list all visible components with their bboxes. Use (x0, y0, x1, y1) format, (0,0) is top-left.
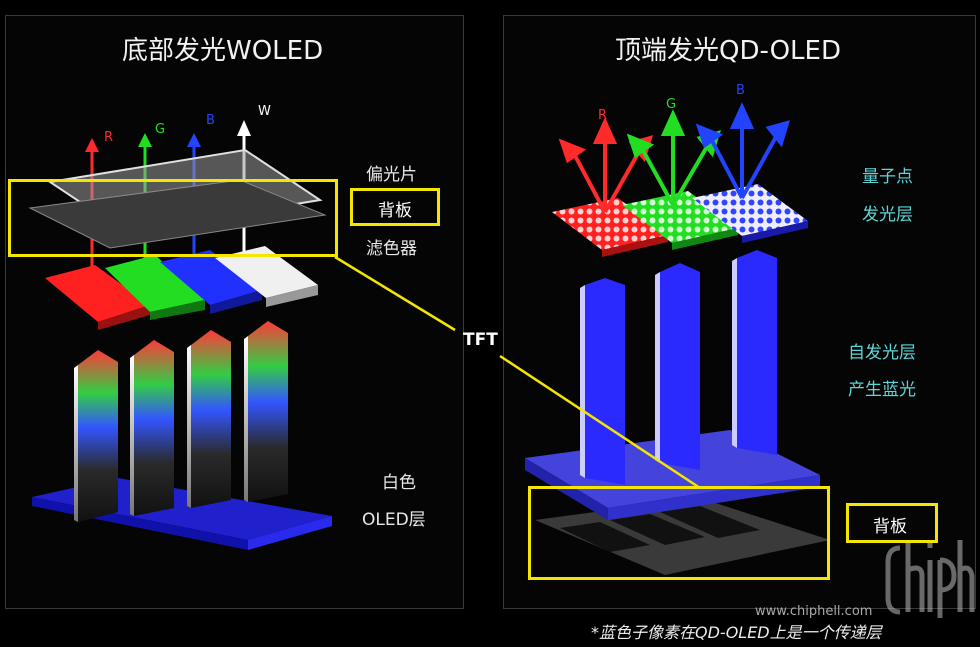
qd-backplane-label-box (846, 503, 938, 543)
qd-arrow-label-r: R (598, 108, 608, 123)
emissive-label-line1: 自发光层 (848, 343, 916, 363)
woled-arrow-heads (85, 120, 251, 152)
woled-backplane-label-box (350, 188, 440, 226)
woled-title: 底部发光WOLED (122, 36, 324, 66)
qd-layer-label-line2: 发光层 (862, 205, 913, 225)
chiphell-logo-mark (885, 540, 975, 618)
woled-arrow-label-r: R (104, 130, 114, 145)
woled-arrow-label-b: B (206, 113, 215, 128)
woled-backplane-label: 背板 (378, 201, 412, 221)
color-filter-label: 滤色器 (366, 239, 417, 259)
qd-blue-pillars (580, 250, 777, 485)
tft-pointer-lines (334, 255, 701, 490)
emissive-label-line2: 产生蓝光 (848, 380, 916, 400)
quantum-dot-tiles (552, 184, 808, 257)
qd-backplane-box (528, 486, 830, 580)
qdoled-title: 顶端发光QD-OLED (615, 36, 841, 66)
woled-pillars (74, 321, 288, 522)
oled-label-line2: OLED层 (362, 510, 426, 530)
color-filter-layer (45, 246, 318, 330)
woled-backplane-layer (28, 179, 327, 249)
footer-note: *蓝色子像素在QD-OLED上是一个传递层 (591, 623, 882, 642)
oled-label-line1: 白色 (382, 473, 416, 493)
qd-arrow-label-b: B (736, 83, 745, 98)
qd-arrow-label-g: G (666, 97, 677, 112)
polarizer-label: 偏光片 (366, 165, 417, 185)
watermark-url: www.chiphell.com (755, 604, 873, 619)
woled-backplane-box (8, 179, 338, 257)
tft-label: TFT (463, 330, 498, 350)
qd-backplane-label: 背板 (873, 517, 907, 537)
qd-emission-arrows (558, 102, 790, 213)
qd-layer-label-line1: 量子点 (862, 167, 913, 187)
woled-arrow-label-w: W (258, 104, 271, 119)
woled-arrow-label-g: G (155, 122, 166, 137)
